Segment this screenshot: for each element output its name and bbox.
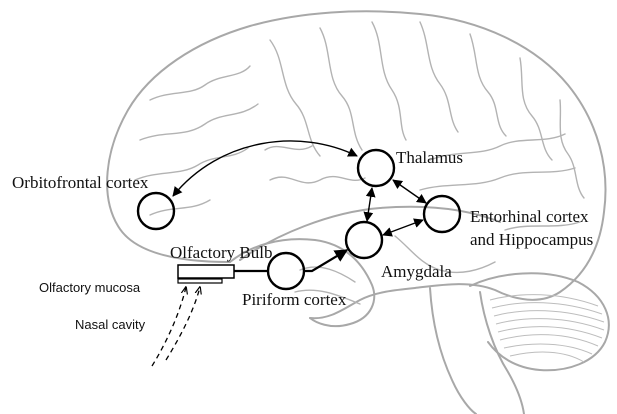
piriform-label: Piriform cortex xyxy=(242,290,347,309)
olfactory-mucosa-shape xyxy=(178,279,222,283)
amygdala-entorhinal-arrow xyxy=(383,220,423,235)
nasal-cavity-label: Nasal cavity xyxy=(75,317,146,332)
orbitofrontal-node xyxy=(138,193,174,229)
brainstem-outline xyxy=(430,288,476,414)
olfactory-bulb-shape xyxy=(178,265,234,278)
orbitofrontal-label: Orbitofrontal cortex xyxy=(12,173,149,192)
thalamus-label: Thalamus xyxy=(396,148,463,167)
entorhinal-hippocampus-node xyxy=(424,196,460,232)
amygdala-label: Amygdala xyxy=(381,262,452,281)
olfactory-mucosa-label: Olfactory mucosa xyxy=(39,280,141,295)
entorhinal-label-line1: Entorhinal cortex xyxy=(470,207,589,226)
olfactory-structures xyxy=(178,265,234,283)
cerebellum-folia xyxy=(490,295,604,362)
amygdala-node xyxy=(346,222,382,258)
entorhinal-label-line2: and Hippocampus xyxy=(470,230,593,249)
thalamus-node xyxy=(358,150,394,186)
nasal-airflow-arrow-1 xyxy=(152,287,186,366)
thalamus-entorhinal-arrow xyxy=(393,180,426,203)
thalamus-amygdala-arrow xyxy=(367,188,372,221)
olfactory-bulb-label: Olfactory Bulb xyxy=(170,243,272,262)
piriform-node xyxy=(268,253,304,289)
